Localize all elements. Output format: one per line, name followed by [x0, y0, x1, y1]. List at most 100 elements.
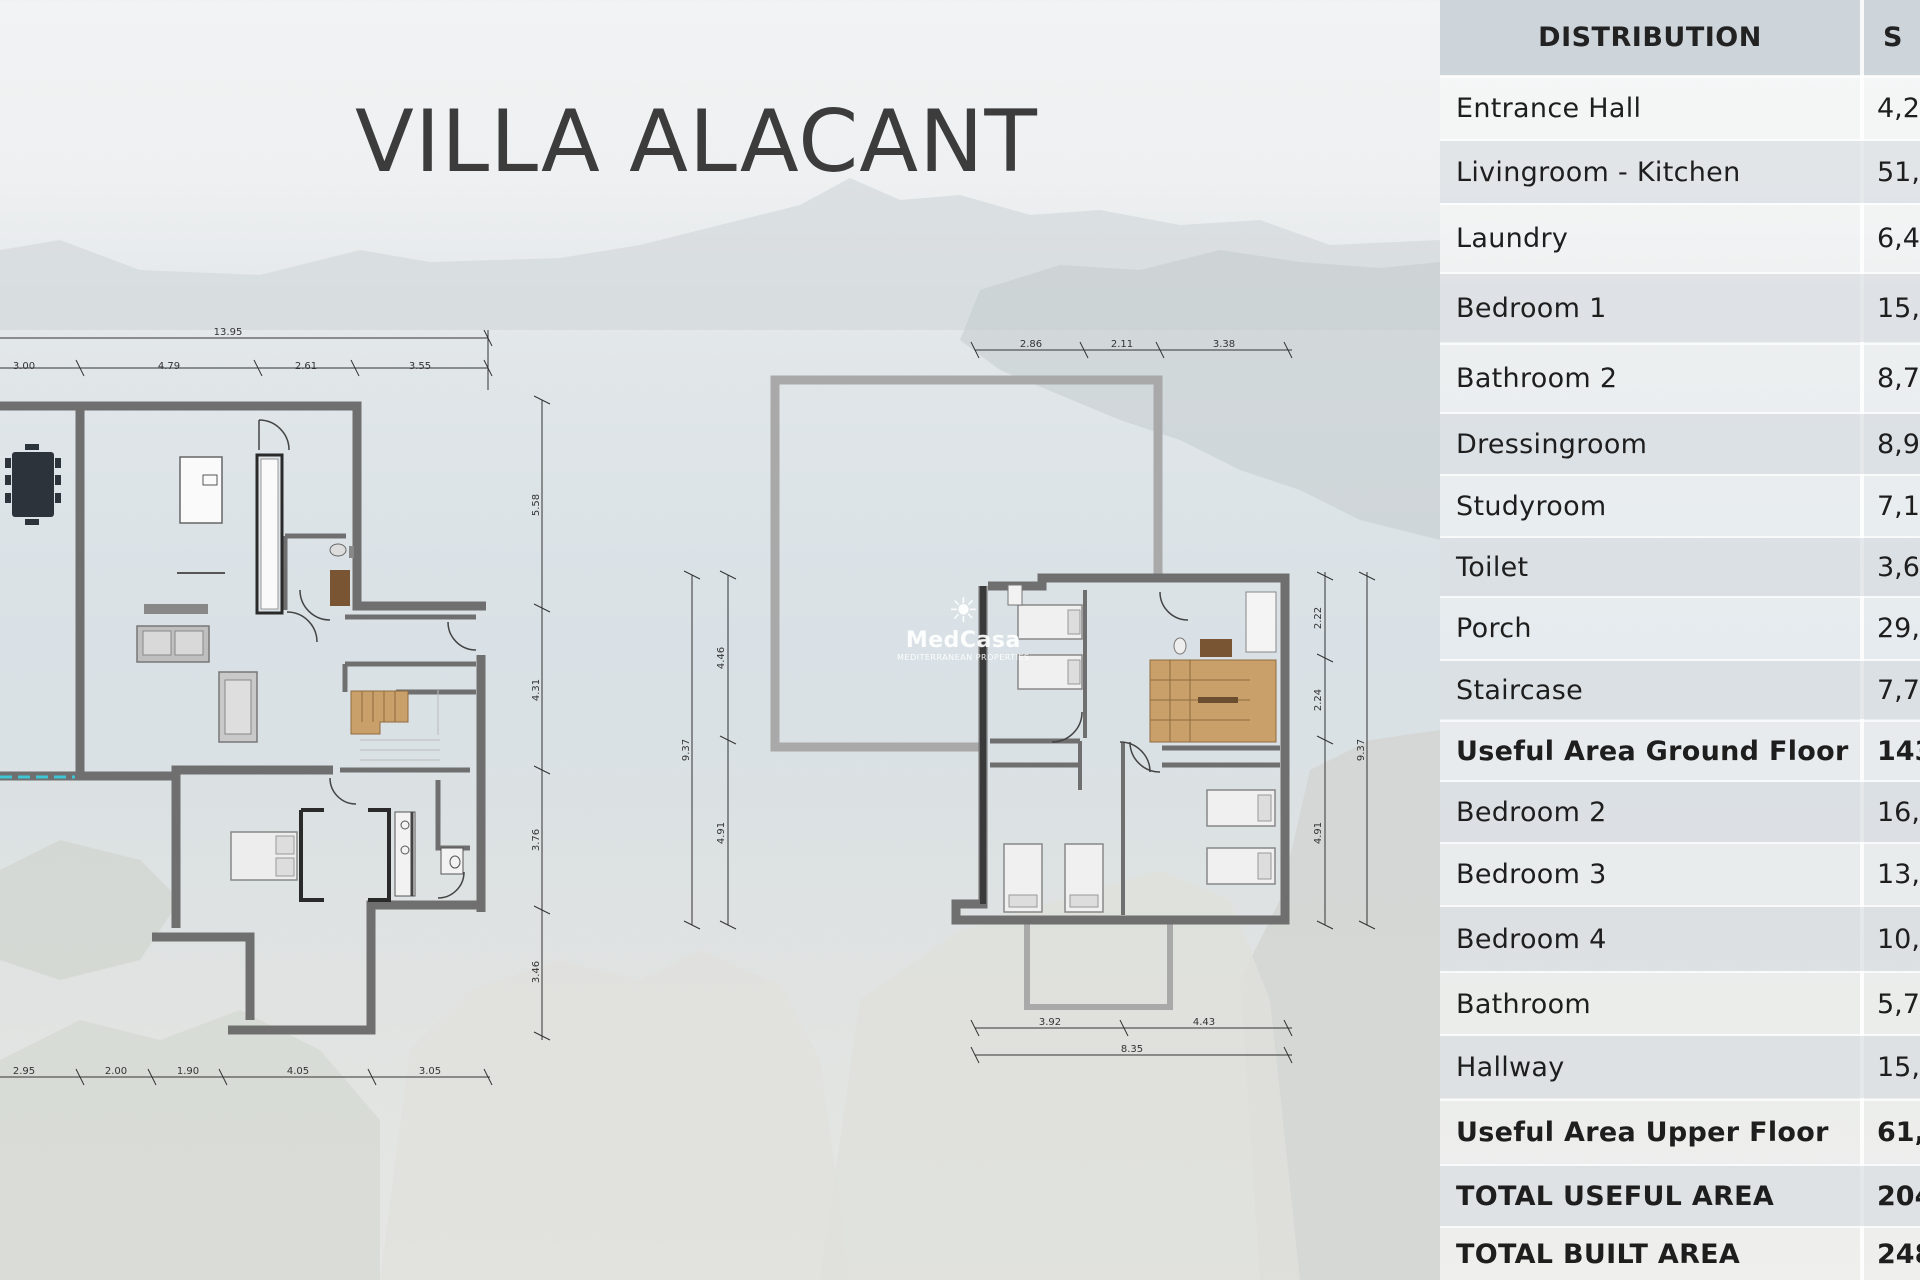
dim-label: 3.00 — [13, 361, 35, 372]
dim-label: 3.46 — [531, 961, 542, 983]
row-value: 61, — [1877, 1116, 1920, 1148]
column-divider — [1860, 0, 1864, 1280]
row-label: Staircase — [1456, 674, 1584, 706]
row-separator — [1440, 76, 1920, 78]
page-title: VILLA ALACANT — [355, 92, 1038, 192]
table-row: TOTAL USEFUL AREA204 — [1440, 1166, 1920, 1226]
row-separator — [1440, 139, 1920, 141]
row-value: 8,9 — [1877, 428, 1920, 460]
dim-label: 2.95 — [13, 1066, 35, 1077]
row-label: Bathroom 2 — [1456, 362, 1618, 394]
row-label: Livingroom - Kitchen — [1456, 156, 1741, 188]
row-value: 6,4 — [1877, 222, 1920, 254]
row-label: Useful Area Upper Floor — [1456, 1116, 1829, 1148]
dim-label: 4.91 — [716, 822, 727, 844]
ground-floor-dimension-labels: 13.95 3.00 4.79 2.61 3.55 5.58 4.31 3.76… — [13, 327, 542, 1077]
table-row: Laundry 6,4 — [1440, 205, 1920, 271]
row-value: 248 — [1877, 1238, 1920, 1270]
upper-floor-terrace — [770, 375, 1173, 1010]
upper-floor-details — [1003, 584, 1277, 913]
row-value: 29, — [1877, 612, 1920, 644]
row-value: 5,7 — [1877, 988, 1920, 1020]
row-separator — [1440, 971, 1920, 973]
watermark-brand: MedCasa — [905, 628, 1021, 653]
dim-label: 4.43 — [1193, 1017, 1215, 1028]
row-label: Porch — [1456, 612, 1532, 644]
dim-label: 2.86 — [1020, 339, 1042, 350]
row-separator — [1440, 203, 1920, 205]
row-separator — [1440, 842, 1920, 844]
row-value: 143 — [1877, 735, 1920, 767]
table-row: Bedroom 4 10, — [1440, 907, 1920, 971]
dim-label: 4.79 — [158, 361, 180, 372]
row-separator — [1440, 1164, 1920, 1166]
upper-floor-dimension-labels: 2.86 2.11 3.38 4.46 4.91 9.37 2.22 2.24 … — [681, 339, 1367, 1055]
table-row: Bathroom 2 8,7 — [1440, 345, 1920, 411]
row-label: Toilet — [1456, 551, 1529, 583]
row-separator — [1440, 536, 1920, 538]
table-row: Studyroom 7,1 — [1440, 476, 1920, 536]
row-separator — [1440, 474, 1920, 476]
dim-label: 2.00 — [105, 1066, 127, 1077]
medcasa-watermark: ☀ MedCasa MEDITERRANEAN PROPERTIES — [897, 594, 1030, 662]
dim-label: 9.37 — [1356, 739, 1367, 761]
row-value: 204 — [1877, 1180, 1920, 1212]
table-row: Useful Area Ground Floor 143 — [1440, 722, 1920, 780]
dim-label: 4.46 — [716, 647, 727, 669]
upper-floor-dimension-lines — [683, 341, 1376, 1064]
dim-label: 1.90 — [177, 1066, 199, 1077]
dim-label: 9.37 — [681, 739, 692, 761]
row-separator — [1440, 272, 1920, 274]
row-separator — [1440, 720, 1920, 722]
row-value: 7,1 — [1877, 490, 1920, 522]
row-label: Bathroom — [1456, 988, 1592, 1020]
upper-floor-plan — [951, 573, 1290, 925]
row-value: 16, — [1877, 796, 1920, 828]
table-row: TOTAL BUILT AREA 248 — [1440, 1228, 1920, 1280]
row-label: Dressingroom — [1456, 428, 1648, 460]
table-row: Toilet 3,6 — [1440, 538, 1920, 596]
table-header: DISTRIBUTION S — [1440, 0, 1920, 75]
row-value: 3,6 — [1877, 551, 1920, 583]
dim-label: 2.61 — [295, 361, 317, 372]
row-label: Bedroom 2 — [1456, 796, 1607, 828]
row-separator — [1440, 1099, 1920, 1101]
row-value: 10, — [1877, 923, 1920, 955]
row-separator — [1440, 1226, 1920, 1228]
dim-label: 2.11 — [1111, 339, 1133, 350]
dim-label: 13.95 — [214, 327, 243, 338]
row-label: Hallway — [1456, 1051, 1565, 1083]
row-label: TOTAL BUILT AREA — [1456, 1238, 1741, 1270]
dim-label: 2.22 — [1313, 607, 1324, 629]
row-label: Studyroom — [1456, 490, 1607, 522]
row-label: Bedroom 4 — [1456, 923, 1607, 955]
row-label: Useful Area Ground Floor — [1456, 735, 1849, 767]
row-value: 13, — [1877, 858, 1920, 890]
dim-label: 3.55 — [409, 361, 431, 372]
row-separator — [1440, 596, 1920, 598]
row-label: Entrance Hall — [1456, 92, 1642, 124]
row-value: 8,7 — [1877, 362, 1920, 394]
ground-floor-details — [0, 419, 477, 902]
header-distribution: DISTRIBUTION — [1538, 22, 1762, 53]
table-row: Bedroom 3 13, — [1440, 844, 1920, 904]
table-row: Bedroom 2 16, — [1440, 782, 1920, 842]
row-separator — [1440, 780, 1920, 782]
ground-floor-plan — [0, 401, 486, 1035]
row-separator — [1440, 659, 1920, 661]
row-label: Laundry — [1456, 222, 1569, 254]
floor-plans: 13.95 3.00 4.79 2.61 3.55 5.58 4.31 3.76… — [0, 327, 1376, 1086]
dim-label: 4.05 — [287, 1066, 309, 1077]
dim-label: 4.31 — [531, 679, 542, 701]
row-separator — [1440, 905, 1920, 907]
dim-label: 3.38 — [1213, 339, 1235, 350]
dim-label: 3.92 — [1039, 1017, 1061, 1028]
ground-floor-dimension-lines — [0, 329, 551, 1086]
row-label: Bedroom 3 — [1456, 858, 1607, 890]
dim-label: 3.05 — [419, 1066, 441, 1077]
